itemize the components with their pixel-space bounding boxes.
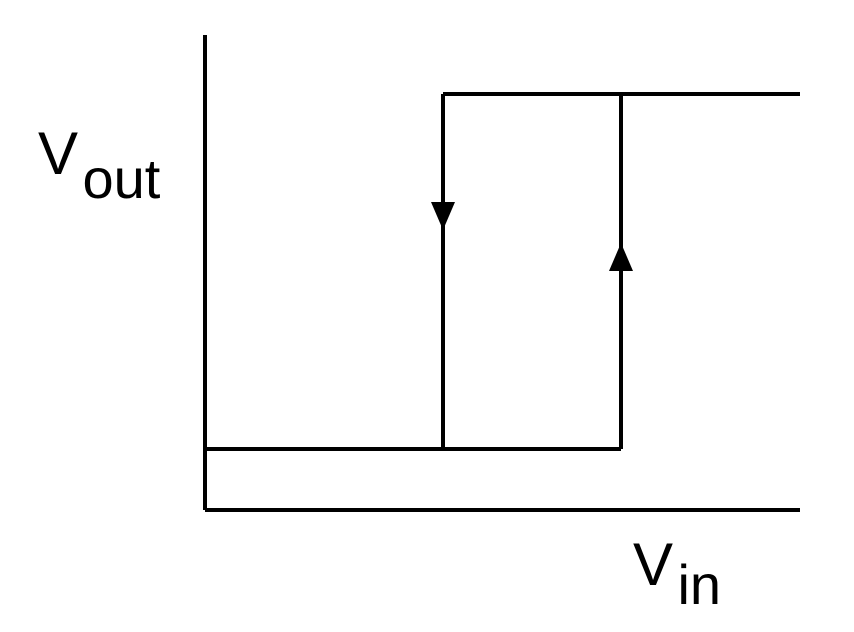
down-arrow-icon — [431, 202, 455, 230]
y-axis-label: V out — [38, 120, 161, 210]
y-axis-label-sub: out — [82, 147, 160, 210]
y-axis-label-main: V — [38, 120, 78, 187]
x-axis-label-sub: in — [677, 553, 721, 616]
x-axis-label-main: V — [633, 531, 673, 598]
x-axis-label: V in — [633, 531, 721, 616]
up-arrow-icon — [609, 243, 633, 271]
